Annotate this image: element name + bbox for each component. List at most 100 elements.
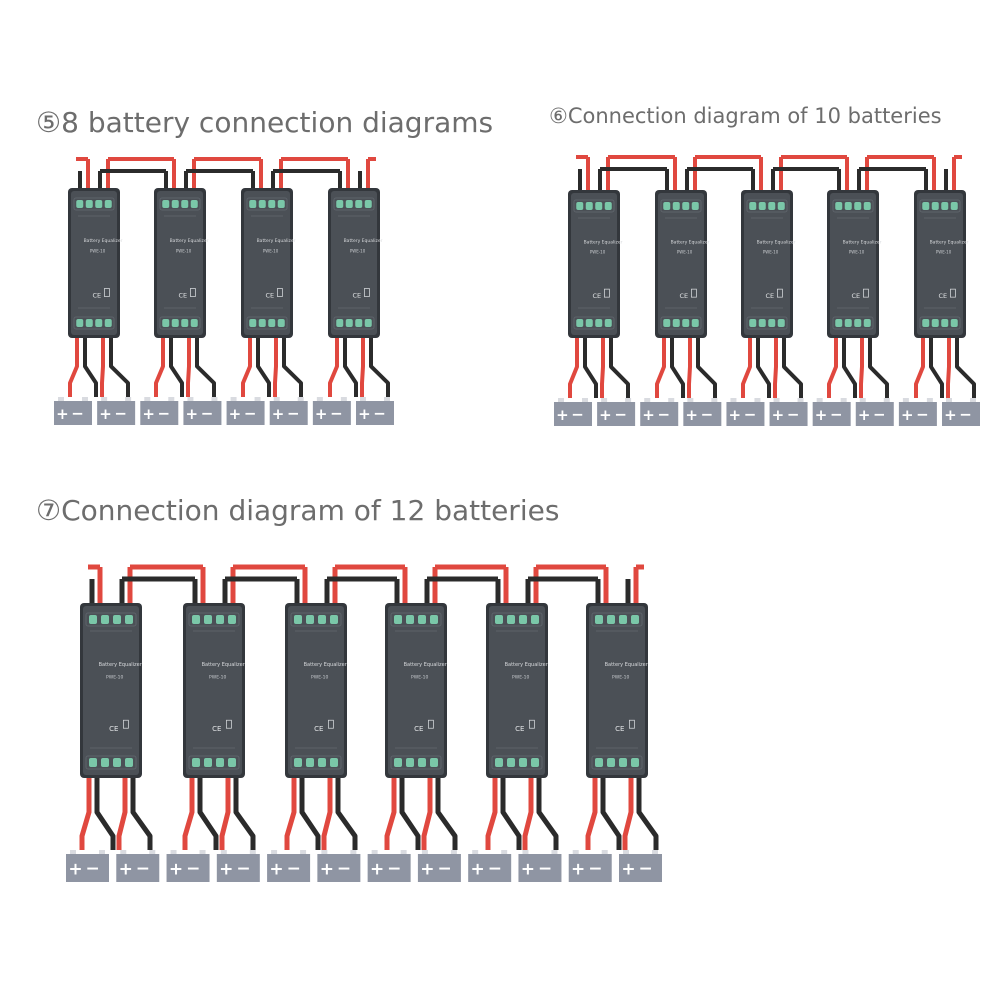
- minus-sign: −: [201, 404, 214, 422]
- recycle-bin-icon: [863, 288, 869, 298]
- minus-sign: −: [588, 859, 602, 879]
- device-label: Battery Equalizer: [344, 238, 383, 244]
- battery-terminal-positive: [946, 398, 952, 402]
- terminal: [950, 319, 958, 327]
- device-label: Battery Equalizer: [304, 662, 348, 668]
- terminal: [777, 319, 785, 327]
- wire-red: [219, 778, 231, 850]
- wire-red: [321, 778, 333, 850]
- ce-mark: CE: [352, 292, 361, 300]
- battery-terminal-negative: [582, 398, 588, 402]
- terminal: [854, 202, 862, 210]
- wire-black: [756, 338, 771, 398]
- battery-terminal-negative: [340, 397, 347, 401]
- terminal: [192, 758, 200, 767]
- battery-terminal-negative: [797, 398, 804, 402]
- device-label: Battery Equalizer: [671, 239, 710, 245]
- wire-black: [169, 338, 184, 397]
- terminal: [89, 615, 97, 624]
- battery-terminal-positive: [144, 397, 151, 401]
- wire-black: [256, 338, 271, 397]
- terminal: [204, 758, 212, 767]
- recycle-bin-icon: [189, 288, 196, 297]
- battery-terminal-negative: [551, 850, 558, 854]
- battery-terminal-negative: [99, 850, 105, 854]
- minus-sign: −: [959, 405, 972, 423]
- device-label: Battery Equalizer: [605, 662, 649, 668]
- terminal: [495, 615, 503, 624]
- battery: [66, 854, 109, 882]
- wire-red: [600, 338, 605, 398]
- terminal: [192, 615, 200, 624]
- ce-mark: CE: [515, 725, 524, 733]
- terminal: [768, 319, 776, 327]
- minus-sign: −: [387, 859, 401, 879]
- wire-red: [79, 778, 92, 850]
- wire-black: [233, 778, 256, 850]
- ce-mark: CE: [615, 725, 624, 733]
- minus-sign: −: [136, 859, 150, 879]
- battery-terminal-negative: [300, 850, 307, 854]
- battery: [726, 402, 765, 426]
- recycle-bin-icon: [225, 719, 232, 729]
- recycle-bin-icon: [123, 719, 129, 729]
- terminal: [113, 758, 121, 767]
- terminal: [95, 319, 103, 327]
- battery: [855, 402, 894, 426]
- battery-terminal-positive: [522, 850, 529, 854]
- battery-terminal-negative: [501, 850, 508, 854]
- battery-terminal-positive: [371, 850, 378, 854]
- wire-black: [868, 338, 889, 398]
- terminal: [294, 758, 302, 767]
- wire-red: [241, 338, 252, 397]
- battery-terminal-negative: [384, 397, 390, 401]
- plus-sign: +: [471, 860, 485, 880]
- battery-terminal-positive: [902, 398, 909, 402]
- battery-terminal-positive: [70, 850, 76, 854]
- wire-red: [568, 338, 579, 398]
- battery: [166, 854, 210, 882]
- terminal: [844, 319, 852, 327]
- plus-sign: +: [358, 405, 371, 423]
- recycle-bin-icon: [427, 719, 434, 729]
- terminal: [758, 202, 766, 210]
- battery: [417, 854, 461, 882]
- terminal: [758, 319, 766, 327]
- wire-red: [622, 778, 634, 850]
- battery-terminal-positive: [271, 850, 278, 854]
- battery: [312, 401, 351, 425]
- wire-black: [670, 338, 685, 398]
- terminal: [216, 615, 224, 624]
- battery: [898, 402, 937, 426]
- battery-terminal-positive: [220, 850, 227, 854]
- ce-mark: CE: [265, 292, 274, 300]
- terminal: [95, 200, 103, 208]
- minus-sign: −: [873, 405, 886, 423]
- diagram-title-8: ⑤8 battery connection diagrams: [36, 106, 493, 139]
- battery: [317, 854, 361, 882]
- battery: [769, 402, 808, 426]
- battery-terminal-negative: [297, 397, 304, 401]
- battery-terminal-negative: [199, 850, 206, 854]
- wire-black: [195, 338, 216, 397]
- battery-terminal-negative: [211, 397, 218, 401]
- plus-sign: +: [169, 860, 183, 880]
- terminal: [749, 202, 757, 210]
- recycle-bin-icon: [327, 719, 334, 729]
- ce-mark: CE: [92, 292, 101, 300]
- terminal: [672, 319, 680, 327]
- device-label: Battery Equalizer: [99, 662, 143, 668]
- diagram-marker: ⑦: [36, 494, 62, 527]
- terminal: [595, 319, 603, 327]
- terminal: [76, 319, 84, 327]
- wire-black: [399, 778, 421, 850]
- battery-terminal-negative: [249, 850, 256, 854]
- minus-sign: −: [830, 405, 843, 423]
- terminal: [113, 615, 121, 624]
- ce-mark: CE: [679, 292, 688, 300]
- battery-terminal-negative: [840, 398, 847, 402]
- minus-sign: −: [86, 859, 100, 879]
- battery-terminal-positive: [316, 397, 323, 401]
- wire-black: [696, 338, 717, 398]
- device-label: Battery Equalizer: [757, 239, 796, 245]
